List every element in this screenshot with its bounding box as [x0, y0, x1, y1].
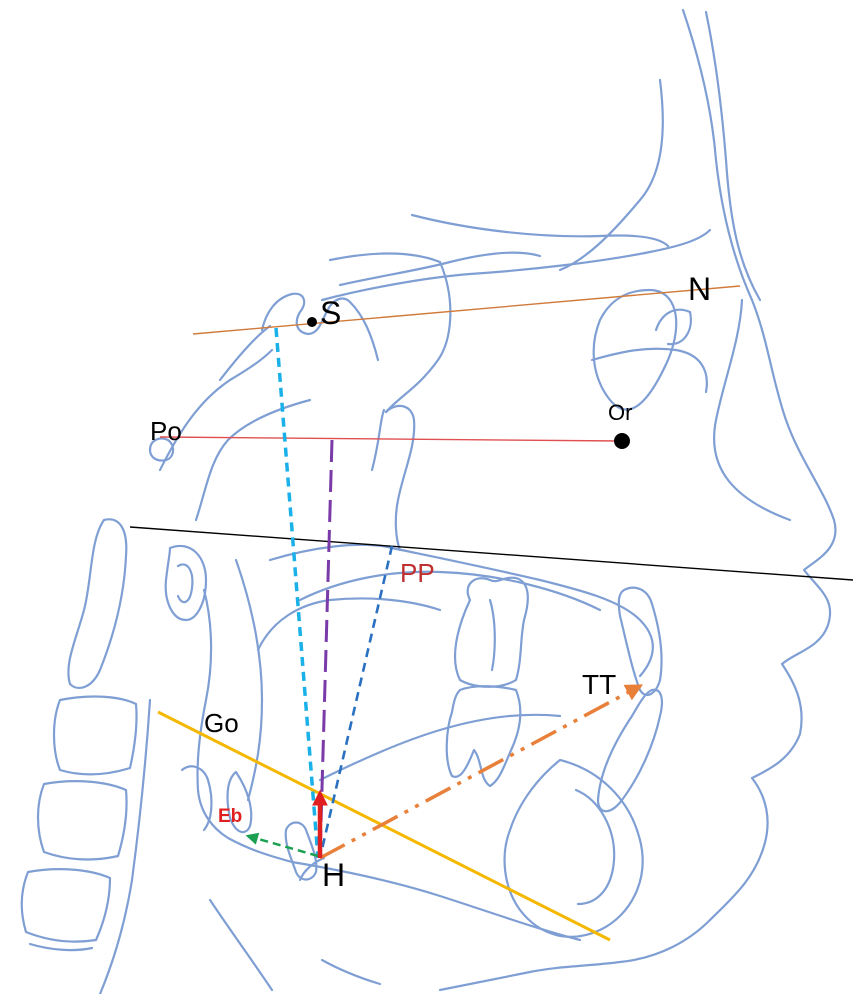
cervical-vertebra-c2 — [68, 519, 126, 688]
soft-tissue-profile — [440, 10, 836, 990]
sella-point — [307, 317, 317, 327]
upper-incisor — [619, 588, 662, 695]
label-s: S — [320, 295, 341, 331]
label-h: H — [322, 857, 345, 893]
cervical-vertebra-c3 — [54, 697, 137, 775]
label-n: N — [688, 271, 711, 307]
cervical-vertebra-c5 — [22, 869, 110, 941]
label-go: Go — [204, 708, 239, 738]
palatal-plane-line — [130, 527, 853, 580]
label-tt: TT — [582, 669, 616, 700]
s-to-h-line — [276, 328, 318, 858]
lower-incisor — [598, 690, 662, 811]
skull-tracing — [22, 10, 836, 994]
cervical-vertebra-c4 — [38, 781, 127, 859]
h-to-tt-line — [320, 686, 640, 858]
label-pp: PP — [400, 558, 435, 588]
symphysis — [505, 760, 643, 937]
label-eb: Eb — [218, 806, 242, 827]
orbitale-point — [614, 433, 630, 449]
h-to-eb-line — [248, 836, 318, 856]
label-po: Po — [150, 416, 182, 446]
label-or: Or — [608, 400, 632, 425]
